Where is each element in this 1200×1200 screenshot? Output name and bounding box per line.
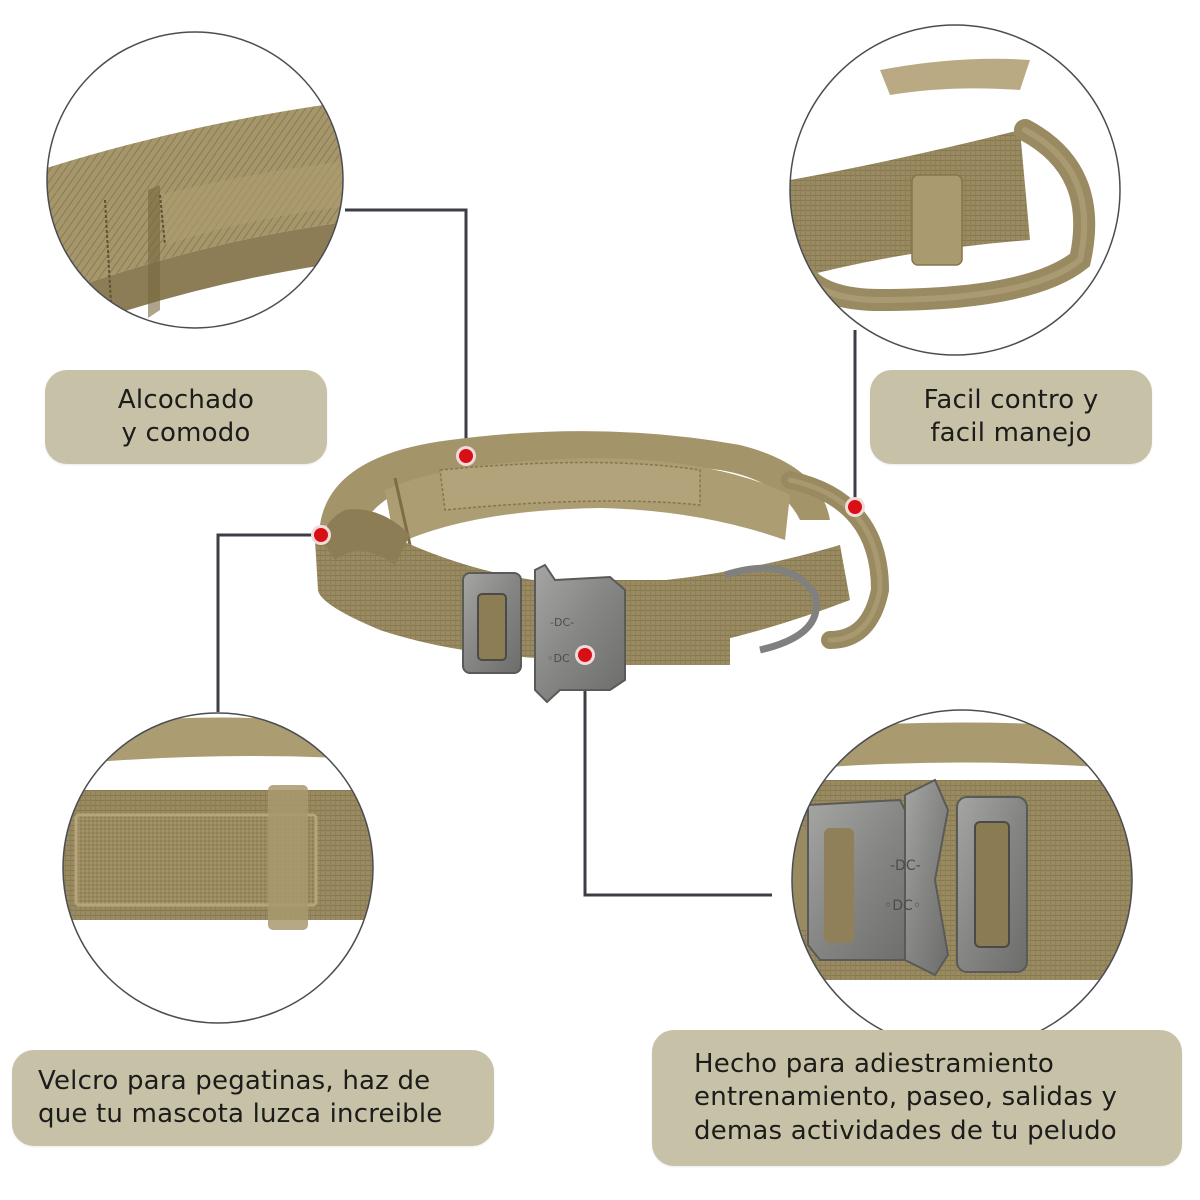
svg-text:◦DC: ◦DC bbox=[547, 652, 570, 665]
connector-lines bbox=[216, 208, 857, 897]
connector-velcro bbox=[216, 533, 321, 712]
detail-circle-buckle: -DC- ◦DC◦ bbox=[791, 709, 1133, 1051]
detail-circle-handle bbox=[789, 24, 1121, 356]
label-padded-text: Alcochado y comodo bbox=[117, 384, 255, 448]
label-buckle-text: Hecho para adiestramiento entrenamiento,… bbox=[694, 1049, 1118, 1146]
label-padded: Alcochado y comodo bbox=[45, 370, 327, 464]
connector-padded bbox=[345, 208, 468, 456]
detail-circle-border bbox=[789, 24, 1121, 356]
label-velcro: Velcro para pegatinas, haz de que tu mas… bbox=[12, 1050, 494, 1146]
detail-circle-border bbox=[46, 31, 344, 329]
detail-circle-velcro bbox=[62, 712, 374, 1024]
label-handle-text: Facil contro y facil manejo bbox=[923, 384, 1099, 448]
svg-text:◦DC◦: ◦DC◦ bbox=[884, 898, 921, 914]
svg-text:-DC-: -DC- bbox=[890, 858, 921, 874]
svg-text:-DC-: -DC- bbox=[550, 616, 574, 629]
label-buckle: Hecho para adiestramiento entrenamiento,… bbox=[652, 1030, 1182, 1166]
marker-dots bbox=[311, 446, 865, 665]
label-handle: Facil contro y facil manejo bbox=[870, 370, 1152, 464]
detail-circle-padded bbox=[46, 31, 344, 329]
detail-circle-border bbox=[62, 712, 374, 1024]
collar-product-image: -DC- ◦DC bbox=[315, 431, 890, 704]
label-velcro-text: Velcro para pegatinas, haz de que tu mas… bbox=[38, 1065, 443, 1129]
connector-buckle bbox=[583, 655, 772, 897]
